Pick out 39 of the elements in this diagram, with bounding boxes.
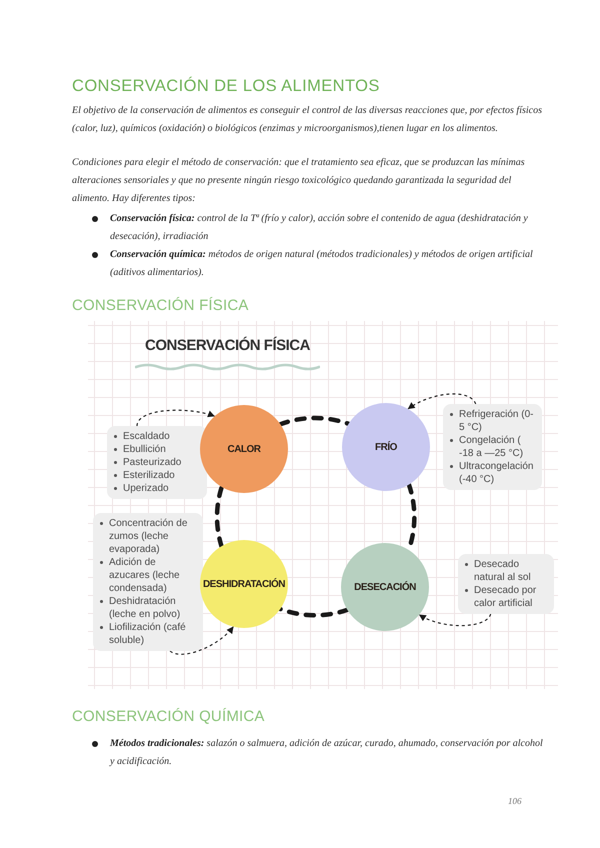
note-card (443, 404, 542, 490)
list-item: Refrigeración (0-5 °C) (449, 408, 536, 434)
dashed-arrow (170, 626, 234, 655)
dashed-connector (214, 484, 224, 549)
section-heading: CONSERVACIÓN FÍSICA (72, 296, 250, 316)
dashed-connector (278, 606, 350, 618)
list-item: Desecado natural al sol (464, 558, 548, 584)
note-card (93, 513, 203, 651)
bullet-paragraph: Conservación química: métodos de origen natural (métodos tradicionales) y métodos de origen artificial (aditivos alimentarios). (90, 246, 544, 282)
circle-label: DESECACIÓN (354, 580, 416, 594)
section-heading: CONSERVACIÓN QUÍMICA (72, 707, 266, 727)
page-number: 106 (508, 795, 522, 807)
list-item: Esterilizado (113, 469, 201, 482)
list-item: Ebullición (113, 443, 201, 456)
page-title: CONSERVACIÓN DE LOS ALIMENTOS (72, 76, 381, 97)
dashed-connector (278, 416, 351, 427)
category-circle (200, 540, 288, 628)
bullet-paragraph: Métodos tradicionales: salazón o salmuera, adición de azúcar, curado, ahumado, conservación por alcohol y acidificación. (90, 735, 544, 771)
dashed-arrow (408, 393, 476, 410)
paragraph: Condiciones para elegir el método de conservación: que el tratamiento sea eficaz, que se produzcan las mínimas alteraciones sensoriales y que no presente ningún riesgo toxicológico quedando garantizada la seguridad del alimento. Hay diferentes tipos: (72, 156, 526, 206)
list-item: Pasteurizado (113, 456, 201, 469)
paragraph: El objetivo de la conservación de alimentos es conseguir el control de las diversas reacciones que, por efectos físicos (calor, luz), químicos (oxidación) o biológicos (enzimas y microorganismos),tienen lugar en los alimentos. (72, 104, 543, 136)
list-item: Congelación ( -18 a —25 °C) (449, 434, 536, 460)
circle-label: DESHIDRATACIÓN (202, 578, 286, 590)
list-item: Concentración de zumos (leche evaporada) (99, 517, 197, 556)
list-item: Desecado por calor artificial (464, 584, 548, 610)
list-item: Liofilización (café soluble) (99, 621, 197, 647)
list-item: Uperizado (113, 482, 201, 495)
list-item: Ultracongelación (-40 °C) (449, 460, 536, 486)
dashed-arrow (136, 410, 215, 426)
dashed-arrow (418, 614, 492, 626)
list-item: Adición de azucares (leche condensada) (99, 556, 197, 595)
circle-label: CALOR (227, 442, 261, 456)
list-item: Escaldado (113, 430, 201, 443)
list-item: Deshidratación (leche en polvo) (99, 595, 197, 621)
panel-title: CONSERVACIÓN FÍSICA (145, 336, 310, 356)
note-card (458, 554, 554, 614)
circle-label: FRÍO (375, 440, 397, 454)
note-card (107, 426, 207, 499)
